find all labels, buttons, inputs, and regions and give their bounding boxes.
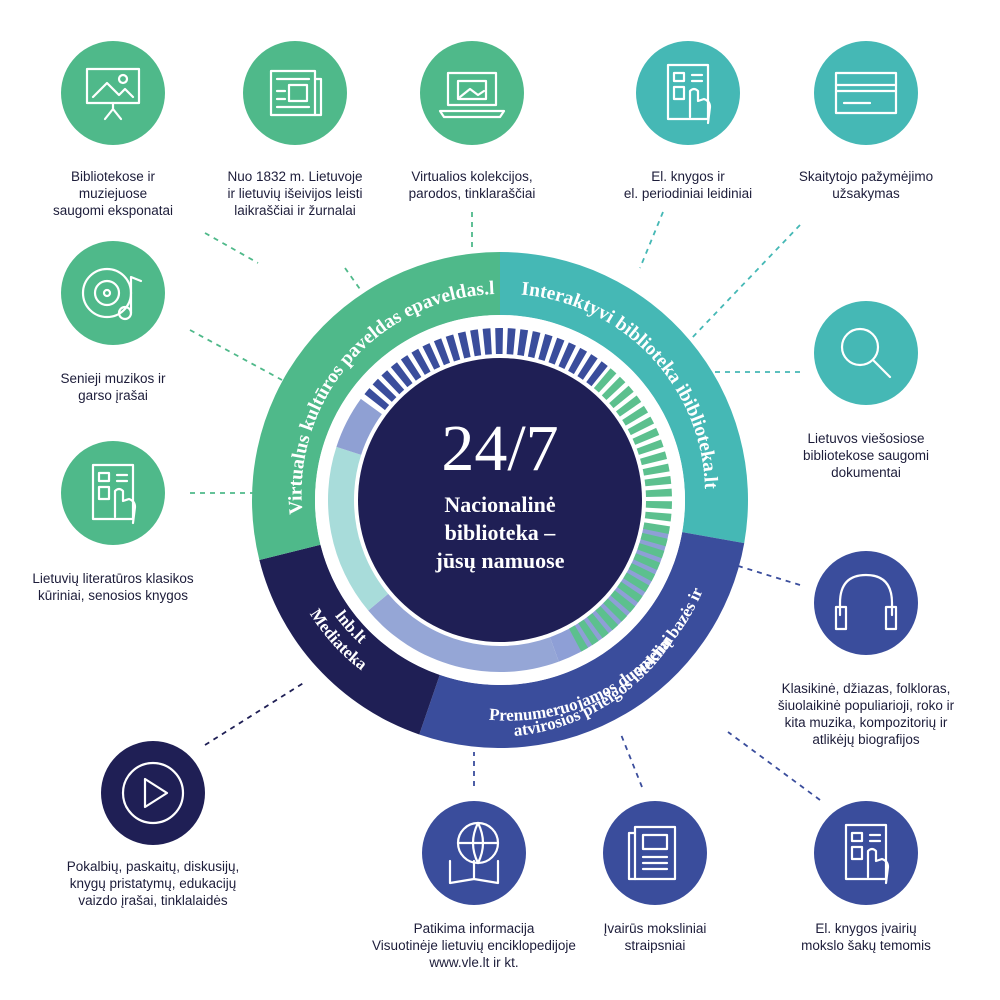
item-label-laikrasciai: Nuo 1832 m. Lietuvoje ir lietuvių išeivi…: [227, 169, 363, 218]
headphones-icon[interactable]: [814, 551, 918, 655]
item-label-pazymejimas: Skaitytojo pažymėjimo užsakymas: [798, 169, 934, 201]
newspaper-icon[interactable]: [243, 41, 347, 145]
tick-mark-green: [633, 553, 661, 570]
tick-mark-blue: [548, 337, 565, 365]
tick-mark-blue: [577, 354, 598, 380]
connector-muzikos-irasai: [189, 329, 283, 381]
center-line-3: jūsų namuose: [435, 548, 565, 573]
item-label-dokumentai: Lietuvos viešosiose bibliotekose saugomi…: [802, 431, 930, 480]
connector-eksponatai: [204, 232, 259, 264]
tick-mark-green: [636, 439, 664, 455]
tick-mark-green: [610, 590, 636, 613]
magnifier-icon[interactable]: [814, 301, 918, 405]
icon-circles: [61, 41, 918, 905]
tick-mark-green: [644, 511, 672, 522]
connector-pazymejimas: [689, 224, 801, 341]
tick-mark-blue: [558, 342, 576, 370]
tick-mark-green: [628, 563, 656, 582]
item-label-el-knygos: El. knygos ir el. periodiniai leidiniai: [623, 169, 753, 201]
book-icon[interactable]: [603, 801, 707, 905]
tick-mark-blue: [433, 338, 451, 366]
tick-mark-blue: [538, 334, 553, 361]
tick-band-teal: [327, 446, 389, 611]
tick-mark-blue: [364, 388, 390, 411]
ring-segment-epaveldas[interactable]: [252, 252, 500, 560]
easel-picture-icon[interactable]: [61, 41, 165, 145]
vinyl-music-icon[interactable]: [61, 241, 165, 345]
center-line-2: biblioteka –: [445, 520, 557, 545]
tick-mark-blue: [457, 331, 471, 359]
center-disc: 24/7 Nacionalinė biblioteka – jūsų namuo…: [358, 358, 642, 642]
tick-band-blue-small: [336, 398, 382, 455]
item-label-mokslo-knygos: El. knygos įvairių mokslo šakų temomis: [801, 921, 931, 953]
tick-mark-green: [603, 598, 628, 622]
tick-band-blue: [368, 593, 559, 673]
tick-mark-blue: [527, 331, 541, 359]
tick-mark-green: [627, 416, 655, 436]
ring-segment-ibiblioteka[interactable]: [500, 252, 748, 544]
tick-mark-green: [645, 488, 672, 497]
connector-lines: [189, 211, 821, 801]
tick-mark-green: [645, 501, 672, 510]
tick-mark-blue: [422, 343, 441, 370]
card-icon[interactable]: [814, 41, 918, 145]
item-label-enciklopedija: Patikima informacija Visuotinėje lietuvi…: [372, 921, 576, 970]
item-label-video: Pokalbių, paskaitų, diskusijų, knygų pri…: [66, 859, 240, 908]
tick-mark-blue: [445, 334, 461, 362]
tick-mark-green: [642, 463, 670, 476]
tick-mark-blue: [495, 327, 504, 355]
tick-mark-green: [601, 376, 626, 401]
tick-mark-blue: [470, 329, 482, 357]
tick-mark-green: [595, 606, 619, 631]
globe-book-icon[interactable]: [422, 801, 526, 905]
tick-mark-blue: [568, 347, 588, 375]
item-label-muzikos-irasai: Senieji muzikos ir garso įrašai: [60, 371, 166, 403]
tick-mark-blue: [400, 355, 422, 381]
connector-muzika: [734, 564, 801, 586]
ring-segment-prenumeruojamos[interactable]: [419, 532, 745, 748]
tick-mark-green: [617, 581, 643, 603]
center-big-text: 24/7: [441, 412, 558, 485]
connector-laikrasciai: [344, 267, 363, 293]
tick-mark-green: [587, 613, 609, 639]
tablet-touch-icon[interactable]: [61, 441, 165, 545]
tick-mark-blue: [372, 378, 397, 402]
tick-mark-green: [578, 619, 599, 646]
tick-mark-green: [593, 368, 617, 393]
tick-mark-green: [637, 543, 665, 559]
tick-mark-green: [632, 427, 660, 445]
item-label-muzika: Klasikinė, džiazas, folkloras, šiuolaiki…: [777, 681, 955, 747]
tablet-touch-icon[interactable]: [814, 801, 918, 905]
ring-segment-mediateka[interactable]: [259, 544, 440, 735]
item-label-eksponatai: Bibliotekose ir muziejuose saugomi ekspo…: [52, 169, 174, 218]
center-line-1: Nacionalinė: [444, 492, 555, 517]
tick-mark-green: [623, 572, 650, 593]
tick-mark-green: [568, 625, 589, 652]
connector-straipsniai: [619, 731, 643, 788]
tick-mark-green: [644, 476, 672, 487]
tick-mark-blue: [390, 362, 413, 388]
inner-tick-ring: [327, 327, 672, 673]
laptop-picture-icon[interactable]: [420, 41, 524, 145]
tick-mark-blue: [517, 329, 529, 356]
item-label-kolekcijos: Virtualios kolekcijos, parodos, tinklara…: [408, 169, 536, 201]
tick-mark-green: [643, 522, 670, 534]
tick-mark-blue: [506, 328, 516, 355]
tick-mark-green: [622, 405, 649, 426]
connector-video: [204, 681, 306, 746]
tick-mark-green: [615, 395, 642, 417]
connector-el-knygos: [639, 211, 664, 269]
tick-mark-blue: [411, 348, 431, 375]
item-label-straipsniai: Įvairūs moksliniai straipsniai: [603, 921, 707, 953]
tick-mark-blue: [381, 370, 405, 395]
play-icon[interactable]: [101, 741, 205, 845]
item-label-klasika: Lietuvių literatūros klasikos kūriniai, …: [32, 571, 194, 603]
tablet-touch-icon[interactable]: [636, 41, 740, 145]
tick-mark-blue: [482, 328, 492, 355]
tick-mark-green: [609, 385, 634, 409]
tick-mark-green: [640, 451, 668, 466]
tick-mark-blue: [586, 361, 608, 387]
tick-mark-green: [640, 532, 668, 547]
